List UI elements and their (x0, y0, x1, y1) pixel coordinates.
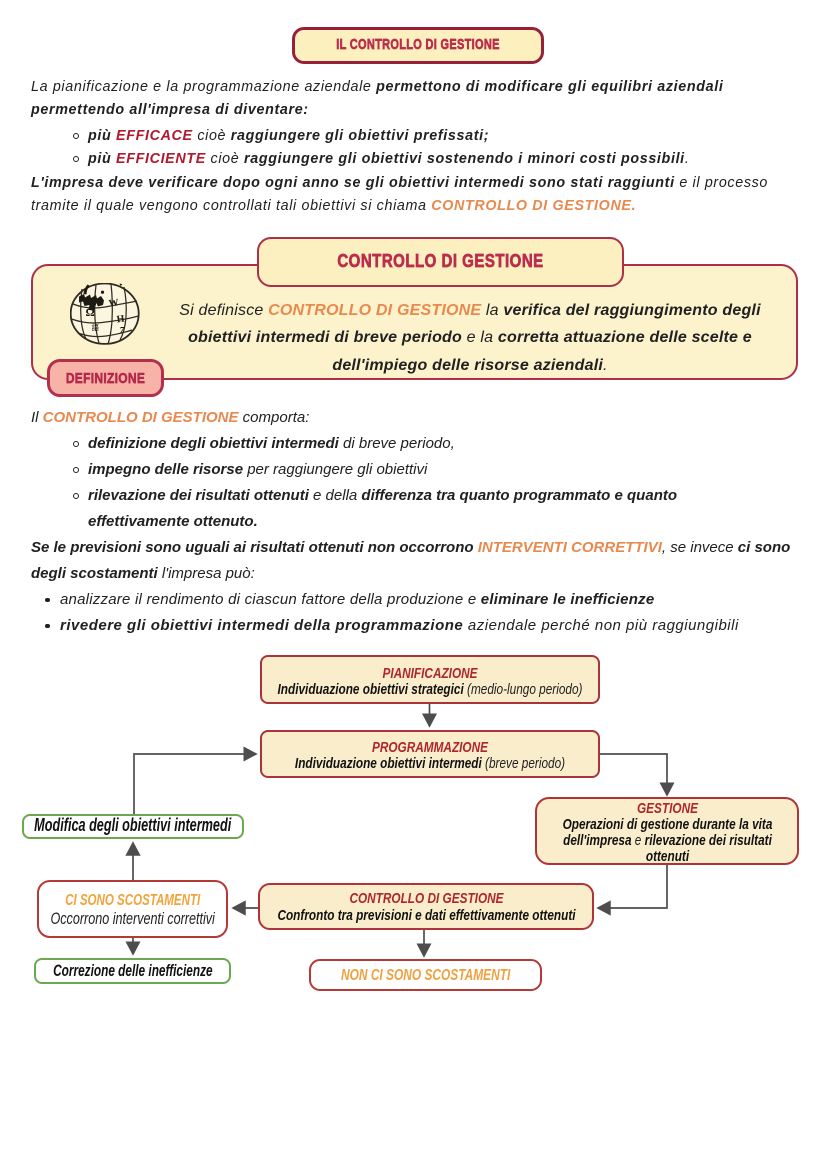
svg-text:Ω: Ω (86, 307, 95, 319)
svg-text:H: H (116, 313, 125, 325)
svg-text:語: 語 (92, 322, 100, 332)
svg-text:7: 7 (120, 326, 125, 336)
svg-text:W: W (108, 297, 119, 309)
